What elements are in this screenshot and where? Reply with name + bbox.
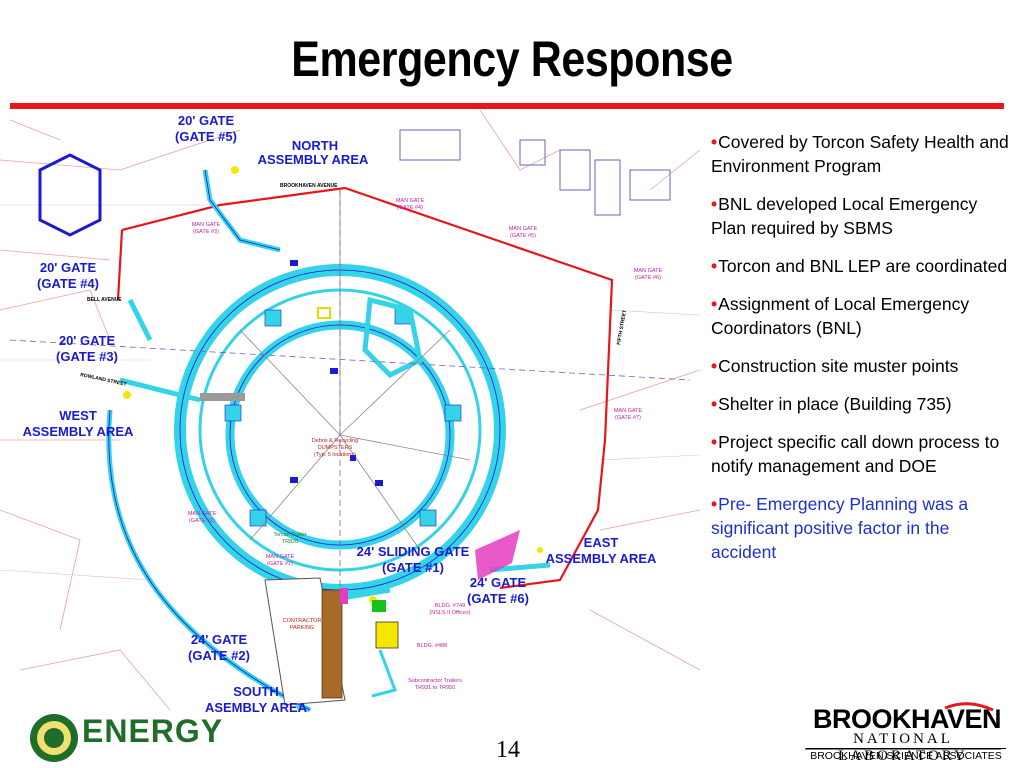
bullet-text: Construction site muster points xyxy=(718,356,959,376)
page-number: 14 xyxy=(496,737,520,763)
bullet-text: Shelter in place (Building 735) xyxy=(718,394,952,414)
man-gate-6-sub: (GATE #6) xyxy=(635,275,661,281)
north-assembly-label: NORTH xyxy=(292,138,338,153)
bullet-dot: • xyxy=(711,494,718,514)
building-north-west xyxy=(38,153,102,237)
bullet-item: •Torcon and BNL LEP are coordinated xyxy=(711,254,1011,278)
man-gate-2-label: MAN GATE xyxy=(188,511,217,517)
energy-wordmark: ENERGY xyxy=(82,713,224,749)
bldg749-label: BLDG. #749 xyxy=(435,603,465,609)
man-gate-4-sub: (GATE #4) xyxy=(397,205,423,211)
bullet-dot: • xyxy=(711,394,718,414)
man-gate-3-label: MAN GATE xyxy=(192,222,221,228)
man-gate-2-sub: (GATE #2) xyxy=(189,518,215,524)
bullet-item: •Shelter in place (Building 735) xyxy=(711,392,1011,416)
debris-label: Debris & Recycling xyxy=(312,438,358,444)
sub-trailers-sub: TR931 to TR950 xyxy=(415,685,456,691)
man-gate-7-label: MAN GATE xyxy=(614,408,643,414)
bullet-text: Project specific call down process to no… xyxy=(711,432,1000,476)
street-bell: BELL AVENUE xyxy=(87,297,122,303)
north-assembly-sub: ASSEMBLY AREA xyxy=(258,152,369,167)
gate4-sub: (GATE #4) xyxy=(37,276,99,291)
bullet-item: •Project specific call down process to n… xyxy=(711,430,1011,478)
west-assembly-label: WEST xyxy=(59,408,97,423)
background-linework xyxy=(0,110,700,711)
bnl-logo-icon xyxy=(805,702,1001,750)
bullet-dot: • xyxy=(711,432,718,452)
bnl-lab: NATIONAL LABORATORY xyxy=(838,731,968,764)
east-assembly-sub: ASSEMBLY AREA xyxy=(546,551,657,566)
bullet-text: Assignment of Local Emergency Coordinato… xyxy=(711,294,970,338)
torcon-trailer-label: Torcon Trailer xyxy=(273,532,306,538)
gate5-sub: (GATE #5) xyxy=(175,129,237,144)
contractor-parking-label: CONTRACTOR xyxy=(283,618,322,624)
bullet-text: Covered by Torcon Safety Health and Envi… xyxy=(711,132,1009,176)
bullet-list: •Covered by Torcon Safety Health and Env… xyxy=(711,130,1011,578)
debris-sub2: (Typ. 5 locations) xyxy=(314,452,356,458)
bullet-dot: • xyxy=(711,132,718,152)
doe-seal-icon xyxy=(30,714,78,762)
south-assembly-label: SOUTH xyxy=(233,684,279,699)
bullet-dot: • xyxy=(711,294,718,314)
site-map: 20' GATE (GATE #5) NORTH ASSEMBLY AREA 2… xyxy=(0,110,700,722)
gate3-label: 20' GATE xyxy=(59,333,116,348)
gate1-label: 24' SLIDING GATE xyxy=(357,544,470,559)
street-brookhaven: BROOKHAVEN AVENUE xyxy=(280,183,338,189)
bullet-dot: • xyxy=(711,256,718,276)
bldg488-label: BLDG. #488 xyxy=(417,643,447,649)
gate2-sub: (GATE #2) xyxy=(188,648,250,663)
sub-trailers-label: Subcontractor Trailers xyxy=(408,678,462,684)
west-assembly-sub: ASSEMBLY AREA xyxy=(23,424,134,439)
man-gate-1-label: MAN GATE xyxy=(266,554,295,560)
bullet-text: Pre- Emergency Planning was a significan… xyxy=(711,494,969,562)
man-gate-5-label: MAN GATE xyxy=(509,226,538,232)
gate5-label: 20' GATE xyxy=(178,113,235,128)
bullet-item: •Covered by Torcon Safety Health and Env… xyxy=(711,130,1011,178)
bullet-item: •Construction site muster points xyxy=(711,354,1011,378)
gate3-sub: (GATE #3) xyxy=(56,349,118,364)
debris-sub: DUMPSTERS xyxy=(318,445,353,451)
bullet-item-highlight: •Pre- Emergency Planning was a significa… xyxy=(711,492,1011,564)
man-gate-1-sub: (GATE #1) xyxy=(267,561,293,567)
torcon-trailer-sub: TR820 xyxy=(282,539,299,545)
east-assembly-label: EAST xyxy=(584,535,619,550)
bullet-item: •Assignment of Local Emergency Coordinat… xyxy=(711,292,1011,340)
title-divider xyxy=(10,103,1004,109)
man-gate-4-label: MAN GATE xyxy=(396,198,425,204)
man-gate-6-label: MAN GATE xyxy=(634,268,663,274)
gate6-sub: (GATE #6) xyxy=(467,591,529,606)
bullet-text: BNL developed Local Emergency Plan requi… xyxy=(711,194,978,238)
gate1-sub: (GATE #1) xyxy=(382,560,444,575)
bullet-item: •BNL developed Local Emergency Plan requ… xyxy=(711,192,1011,240)
bullet-text: Torcon and BNL LEP are coordinated xyxy=(718,256,1008,276)
man-gate-7-sub: (GATE #7) xyxy=(615,415,641,421)
bldg749-sub: (NSLS II Offices) xyxy=(429,610,470,616)
bnl-name: BROOKHAVEN xyxy=(812,704,1002,734)
man-gate-5-sub: (GATE #5) xyxy=(510,233,536,239)
gate6-label: 24' GATE xyxy=(470,575,527,590)
bullet-dot: • xyxy=(711,356,718,376)
bullet-dot: • xyxy=(711,194,718,214)
man-gate-3-sub: (GATE #3) xyxy=(193,229,219,235)
south-assembly-sub: ASEMBLY AREA xyxy=(205,700,308,715)
buildings-north-east xyxy=(399,129,671,216)
site-boundary xyxy=(121,186,614,590)
slide-title: Emergency Response xyxy=(291,31,733,87)
gate2-label: 24' GATE xyxy=(191,632,248,647)
bnl-assoc: BROOKHAVEN SCIENCE ASSOCIATES xyxy=(806,748,1006,762)
south-buildings xyxy=(264,530,520,706)
contractor-parking-sub: PARKING xyxy=(290,625,314,631)
gate4-label: 20' GATE xyxy=(40,260,97,275)
